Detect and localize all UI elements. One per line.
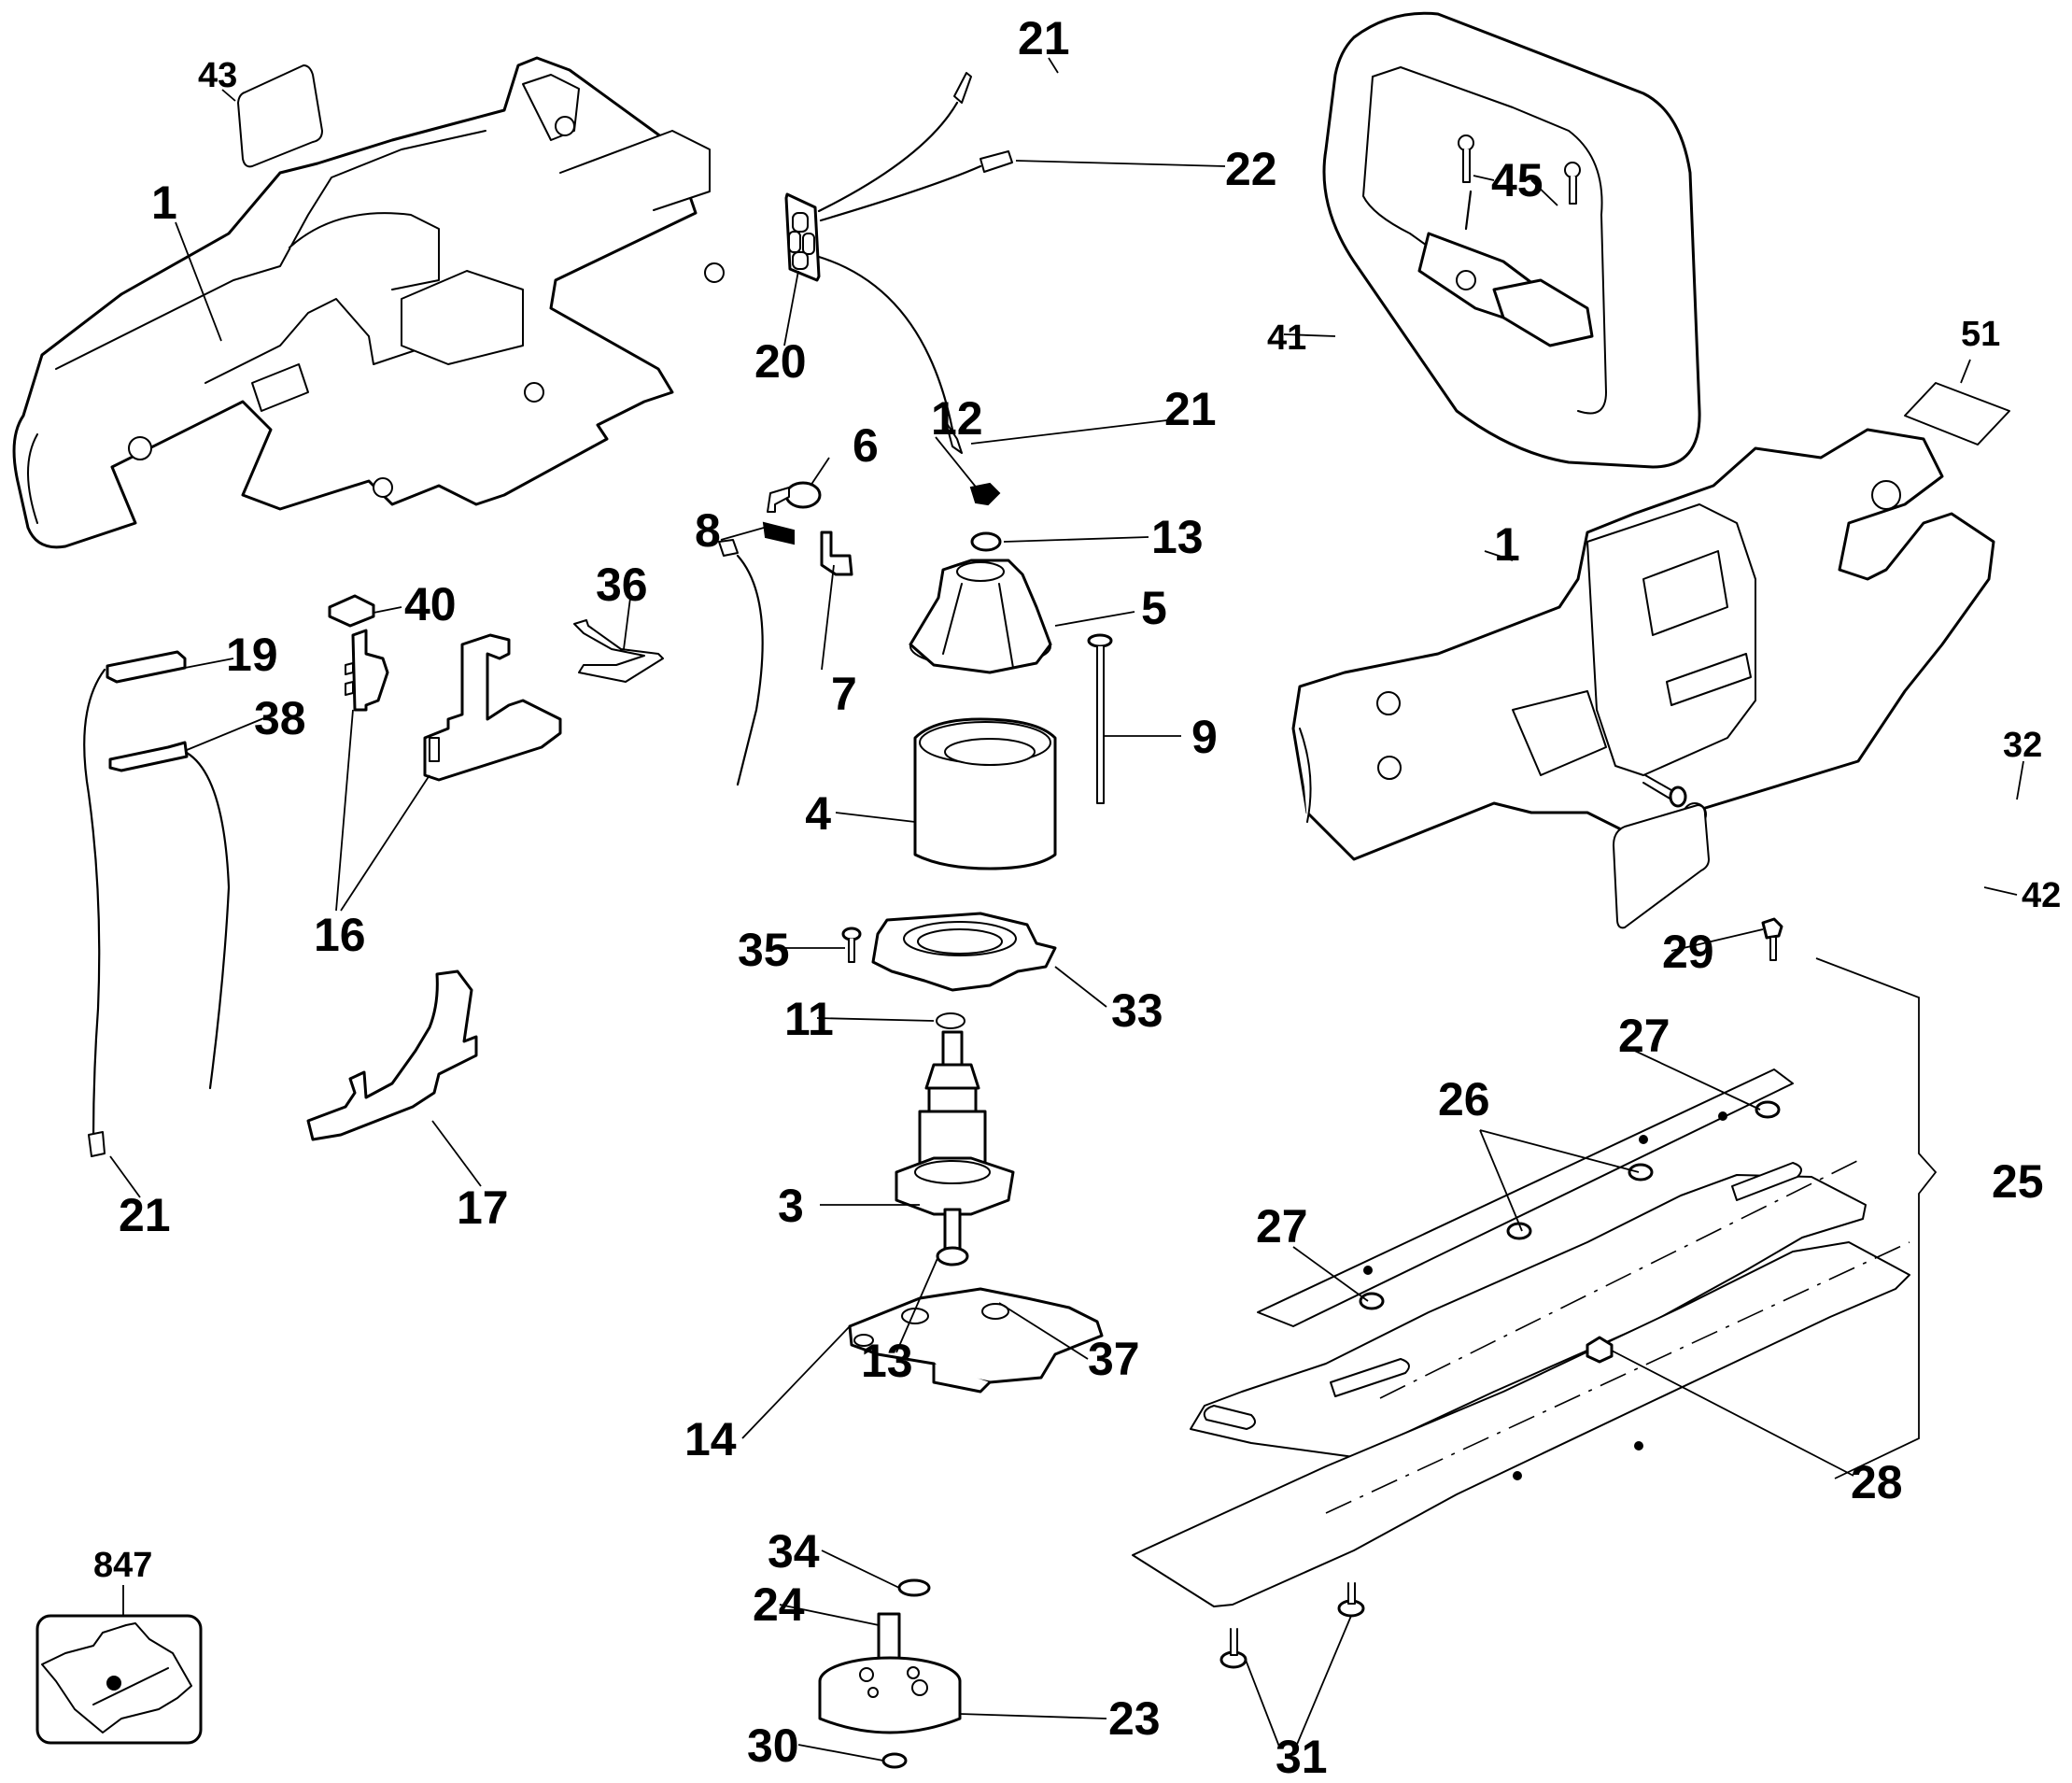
callout-19: 19 xyxy=(226,629,278,681)
callout-labels: 43 1 21 22 20 45 41 51 21 12 6 13 8 1 40… xyxy=(93,12,2061,1783)
callout-37: 37 xyxy=(1088,1333,1140,1385)
bearing-13-lower xyxy=(936,1246,969,1266)
callout-14: 14 xyxy=(684,1413,737,1465)
screw-35 xyxy=(841,927,862,963)
callout-5: 5 xyxy=(1141,582,1167,634)
callout-6: 6 xyxy=(853,419,879,472)
gear-case-14 xyxy=(848,1287,1104,1394)
blade-assembly-25 xyxy=(1132,917,1938,1669)
callout-40: 40 xyxy=(404,578,457,630)
long-screw-9 xyxy=(1087,633,1113,804)
label-plate-43 xyxy=(237,64,323,168)
callout-42: 42 xyxy=(2022,876,2061,915)
callout-22: 22 xyxy=(1225,143,1277,195)
callout-20: 20 xyxy=(754,335,807,388)
bearing-housing-33 xyxy=(871,912,1057,992)
carbon-brush-8 xyxy=(718,521,795,786)
callout-36: 36 xyxy=(596,559,648,611)
lock-off-spring-36 xyxy=(573,619,664,683)
callout-1-right: 1 xyxy=(1494,518,1520,571)
trigger-17 xyxy=(306,969,478,1141)
callout-847: 847 xyxy=(93,1546,152,1585)
callout-41: 41 xyxy=(1267,318,1306,358)
callout-1-left: 1 xyxy=(151,177,177,229)
bearing-13-top xyxy=(970,531,1002,552)
callout-8: 8 xyxy=(695,504,721,557)
callout-12: 12 xyxy=(931,392,983,445)
callout-3: 3 xyxy=(778,1180,804,1232)
callout-21-left: 21 xyxy=(119,1189,171,1241)
handle-screws xyxy=(1458,134,1581,205)
nameplate-42 xyxy=(1613,804,1710,929)
callout-23: 23 xyxy=(1108,1692,1161,1745)
callout-21-top: 21 xyxy=(1018,12,1070,64)
callout-4: 4 xyxy=(805,787,831,840)
brush-spring-6 xyxy=(767,481,822,513)
housing-half-left xyxy=(12,56,725,549)
callout-35: 35 xyxy=(738,924,790,976)
armature-3 xyxy=(895,1030,1015,1253)
washer-30 xyxy=(881,1752,908,1769)
parts-bag-847 xyxy=(35,1614,203,1745)
callout-27-top: 27 xyxy=(1618,1010,1670,1062)
callout-11: 11 xyxy=(784,993,834,1045)
front-handle xyxy=(1322,11,1701,469)
callout-33: 33 xyxy=(1111,984,1163,1037)
brush-holder-7 xyxy=(820,531,853,576)
leader-lines xyxy=(109,57,2024,1762)
callout-31: 31 xyxy=(1276,1731,1328,1783)
callout-30: 30 xyxy=(747,1719,799,1772)
callout-13-lower: 13 xyxy=(861,1335,913,1387)
gear-23 xyxy=(818,1612,962,1734)
terminal-block-harness xyxy=(784,72,1013,454)
callout-17: 17 xyxy=(457,1182,509,1234)
callout-24: 24 xyxy=(753,1578,805,1631)
callout-13-top: 13 xyxy=(1151,511,1204,563)
callout-29: 29 xyxy=(1662,926,1714,978)
callout-28: 28 xyxy=(1851,1456,1903,1508)
callout-9: 9 xyxy=(1191,711,1218,763)
screw-32 xyxy=(1642,774,1687,808)
callout-16: 16 xyxy=(314,909,366,961)
callout-51: 51 xyxy=(1961,315,2000,354)
callout-32: 32 xyxy=(2003,726,2042,765)
callout-21-mid: 21 xyxy=(1164,383,1217,435)
callout-25: 25 xyxy=(1992,1155,2044,1208)
housing-half-right xyxy=(1291,428,1995,861)
end-bell-5 xyxy=(909,559,1052,674)
callout-45: 45 xyxy=(1491,154,1543,206)
washer-34 xyxy=(897,1578,931,1597)
callout-27-mid: 27 xyxy=(1256,1200,1308,1252)
callout-43: 43 xyxy=(198,56,237,95)
switch-assembly-16 xyxy=(345,629,562,782)
switch-wires xyxy=(83,650,231,1157)
callout-34: 34 xyxy=(768,1525,820,1578)
callout-38: 38 xyxy=(254,692,306,744)
pad-40 xyxy=(328,594,375,628)
field-4 xyxy=(913,717,1057,870)
callout-26: 26 xyxy=(1438,1073,1490,1125)
small-label-51 xyxy=(1904,382,2010,446)
washer-11 xyxy=(936,1012,966,1029)
callout-7: 7 xyxy=(831,668,857,720)
